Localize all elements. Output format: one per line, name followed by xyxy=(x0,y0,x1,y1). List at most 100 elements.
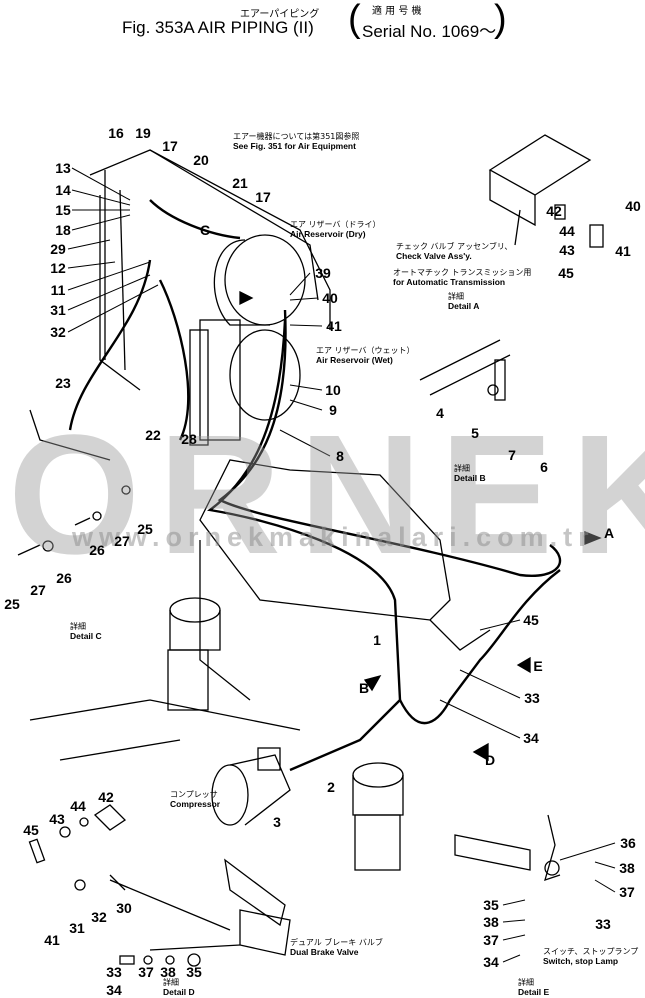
cab-frame xyxy=(89,149,331,391)
detail-b-text: Detail B xyxy=(454,473,486,483)
part-callout-36: 36 xyxy=(620,835,636,851)
compressor-en: Compressor xyxy=(170,799,221,809)
part-callout-11: 11 xyxy=(50,282,66,298)
part-callout-17: 17 xyxy=(255,189,271,205)
part-callout-44: 44 xyxy=(70,798,86,814)
part-callout-34: 34 xyxy=(523,730,539,746)
part-callout-37: 37 xyxy=(138,964,154,980)
part-callout-37: 37 xyxy=(483,932,499,948)
part-callout-39: 39 xyxy=(315,265,331,281)
dual-brake-en: Dual Brake Valve xyxy=(290,947,359,957)
part-callout-17: 17 xyxy=(162,138,178,154)
compressor xyxy=(211,747,291,826)
detail-jp: 詳細 xyxy=(454,464,470,473)
part-callout-45: 45 xyxy=(23,822,39,838)
detail-d-label: 詳細 Detail D xyxy=(163,978,195,997)
part-callout-18: 18 xyxy=(55,222,71,238)
part-callout-27: 27 xyxy=(30,582,46,598)
part-callout-41: 41 xyxy=(326,318,342,334)
part-callout-9: 9 xyxy=(329,402,337,418)
arrow-c-icon xyxy=(239,290,254,306)
part-callout-30: 30 xyxy=(116,900,132,916)
part-callout-38: 38 xyxy=(619,860,635,876)
part-callout-28: 28 xyxy=(181,431,197,447)
brake-chamber-left xyxy=(167,597,221,711)
check-valve-assy xyxy=(488,134,604,248)
part-callout-32: 32 xyxy=(50,324,66,340)
switch-en: Switch, stop Lamp xyxy=(543,956,619,966)
part-callout-44: 44 xyxy=(559,223,575,239)
part-callout-38: 38 xyxy=(160,964,176,980)
dual-brake-jp: デュアル ブレーキ バルブ xyxy=(290,938,383,947)
detail-jp: 詳細 xyxy=(518,978,534,987)
reservoir-wet-jp: エア リザーバ（ウェット） xyxy=(316,346,415,355)
arrow-d-icon xyxy=(472,742,489,762)
part-callout-12: 12 xyxy=(50,260,66,276)
switch-jp: スイッチ、ストップランプ xyxy=(543,947,639,956)
part-callout-4: 4 xyxy=(436,405,444,421)
arrow-b-icon xyxy=(363,674,382,692)
part-callout-43: 43 xyxy=(49,811,65,827)
part-callout-31: 31 xyxy=(69,920,85,936)
part-callout-22: 22 xyxy=(145,427,161,443)
dual-brake-valve xyxy=(109,858,291,956)
part-callout-26: 26 xyxy=(89,542,105,558)
auto-trans-en: for Automatic Transmission xyxy=(393,277,506,287)
label-switch-stop-lamp: スイッチ、ストップランプ Switch, stop Lamp xyxy=(543,947,638,966)
part-callout-33: 33 xyxy=(106,964,122,980)
part-callout-10: 10 xyxy=(325,382,341,398)
bracket-detail-b xyxy=(419,339,511,401)
applicability-japanese: 適 用 号 機 xyxy=(372,6,422,17)
reservoir-dry-en: Air Reservoir (Dry) xyxy=(290,229,366,239)
part-callout-26: 26 xyxy=(56,570,72,586)
part-callout-3: 3 xyxy=(273,814,281,830)
detail-jp: 詳細 xyxy=(163,978,179,987)
part-callout-35: 35 xyxy=(186,964,202,980)
detail-d-text: Detail D xyxy=(163,987,195,997)
part-callout-2: 2 xyxy=(327,779,335,795)
part-callout-6: 6 xyxy=(540,459,548,475)
part-callout-31: 31 xyxy=(50,302,66,318)
part-callout-23: 23 xyxy=(55,375,71,391)
view-arrow-d-label: D xyxy=(484,752,496,768)
open-paren: ( xyxy=(348,0,361,40)
serial-applicability: ( 適 用 号 機 Serial No. 1069～ ) xyxy=(348,0,507,42)
part-callout-45: 45 xyxy=(558,265,574,281)
part-callout-25: 25 xyxy=(137,521,153,537)
part-callout-5: 5 xyxy=(471,425,479,441)
part-callout-25: 25 xyxy=(4,596,20,612)
air-pipes xyxy=(68,199,562,772)
part-callout-15: 15 xyxy=(55,202,71,218)
air-reservoir-dry xyxy=(213,234,306,326)
label-compressor: コンプレッサ Compressor xyxy=(170,790,220,809)
part-callout-29: 29 xyxy=(50,241,66,257)
detail-jp: 詳細 xyxy=(448,292,464,301)
part-callout-35: 35 xyxy=(483,897,499,913)
view-arrow-b-label: B xyxy=(358,680,370,696)
part-callout-7: 7 xyxy=(508,447,516,463)
figure-title: Fig. 353A AIR PIPING (II) xyxy=(122,18,314,37)
view-arrow-e-label: E xyxy=(533,658,543,674)
reservoir-dry-jp: エア リザーバ（ドライ） xyxy=(290,220,381,229)
switch-block-detail-e xyxy=(454,814,561,882)
detail-c-text: Detail C xyxy=(70,631,102,641)
fittings xyxy=(17,485,201,967)
part-callout-14: 14 xyxy=(55,182,71,198)
part-callout-8: 8 xyxy=(336,448,344,464)
part-callout-20: 20 xyxy=(193,152,209,168)
part-callout-41: 41 xyxy=(44,932,60,948)
close-paren: ) xyxy=(494,0,507,40)
part-callout-32: 32 xyxy=(91,909,107,925)
part-callout-16: 16 xyxy=(108,125,124,141)
compressor-jp: コンプレッサ xyxy=(170,790,218,799)
part-callout-1: 1 xyxy=(373,632,381,648)
part-callout-40: 40 xyxy=(625,198,641,214)
label-auto-trans: オートマチック トランスミッション用 for Automatic Transmi… xyxy=(393,268,531,287)
detail-a-label: 詳細 Detail A xyxy=(448,292,479,311)
check-valve-en: Check Valve Ass'y. xyxy=(396,251,472,261)
note-see-fig: エアー機器については第351図参照 See Fig. 351 for Air E… xyxy=(233,132,359,151)
detail-e-label: 詳細 Detail E xyxy=(518,978,549,997)
detail-b-label: 詳細 Detail B xyxy=(454,464,486,483)
view-arrow-a-label: A xyxy=(603,525,615,541)
leader-lines xyxy=(67,167,616,963)
